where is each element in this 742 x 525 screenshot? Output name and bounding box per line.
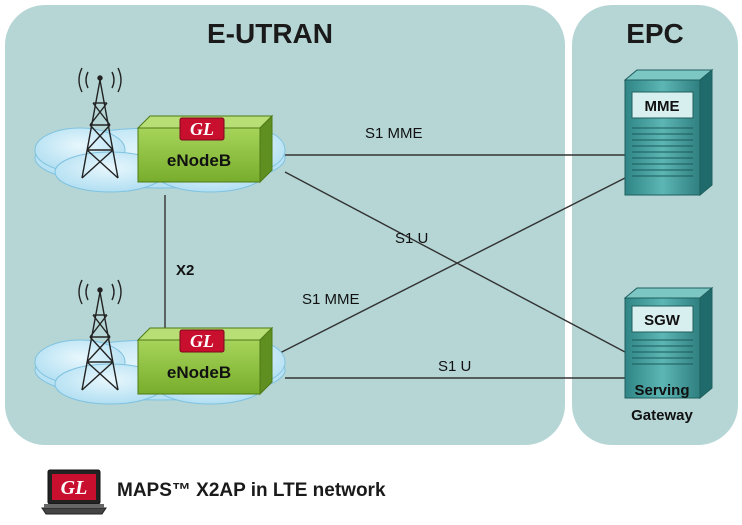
s1-u-bottom-label: S1 U	[438, 358, 471, 375]
gl-badge-bottom	[179, 329, 225, 353]
eutran-title: E-UTRAN	[207, 18, 333, 49]
sgw-label: SGW	[644, 312, 681, 329]
gl-badge-top-text: GL	[190, 119, 214, 139]
gl-badge-bottom-text: GL	[190, 331, 214, 351]
enodeb-bottom-group: GL eNodeB	[34, 279, 286, 405]
gl-badge-top	[179, 117, 225, 141]
sgw-server-icon: SGW	[623, 286, 714, 400]
enodeb-top-label: eNodeB	[167, 151, 231, 170]
footer-gl-text: GL	[61, 477, 88, 499]
sgw-caption-line1: Serving	[634, 382, 689, 399]
sgw-caption-line2: Gateway	[631, 407, 693, 424]
gl-laptop-logo-icon: GL	[41, 469, 107, 515]
mme-label: MME	[645, 98, 680, 115]
s1-u-top-line	[284, 171, 626, 353]
enodeb-bottom-label: eNodeB	[167, 363, 231, 382]
x2-label: X2	[176, 262, 194, 279]
enodeb-bottom-box: GL eNodeB	[136, 326, 274, 396]
s1-u-top-label: S1 U	[395, 230, 428, 247]
enodeb-top-box: GL eNodeB	[136, 114, 274, 184]
s1-mme-bottom-label: S1 MME	[302, 291, 360, 308]
epc-title: EPC	[626, 18, 684, 49]
cell-tower-top-icon	[78, 67, 122, 179]
enodeb-top-group: GL eNodeB	[34, 67, 286, 193]
footer-caption: MAPS™ X2AP in LTE network	[117, 480, 386, 501]
cell-tower-bottom-icon	[78, 279, 122, 391]
s1-mme-top-label: S1 MME	[365, 125, 423, 142]
s1-mme-bottom-line	[269, 177, 626, 359]
mme-server-icon: MME	[623, 68, 714, 197]
